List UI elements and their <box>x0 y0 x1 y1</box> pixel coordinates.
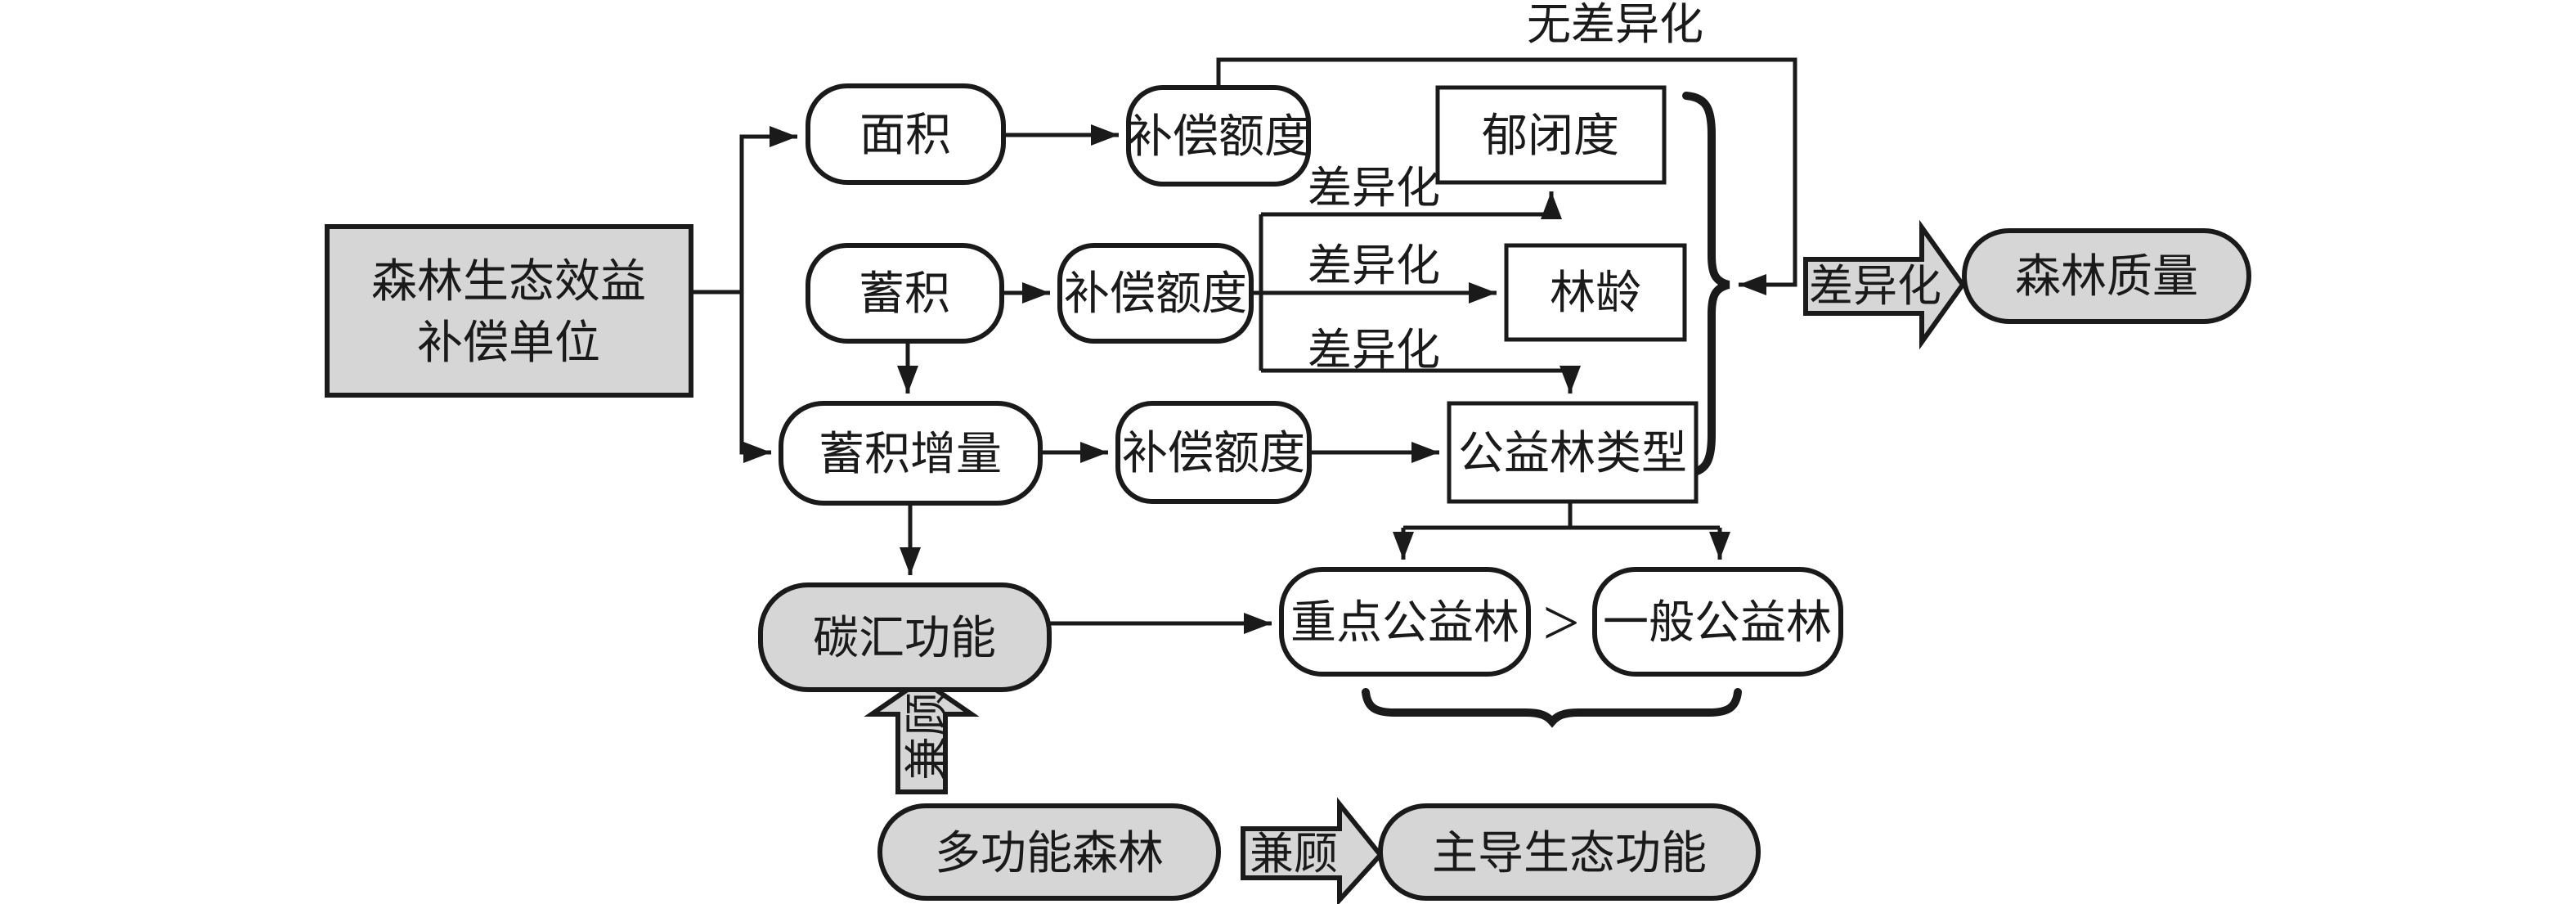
node-unit: 森林生态效益 补偿单位 <box>325 224 693 398</box>
node-canopy: 郁闭度 <box>1435 85 1667 185</box>
line-trunk-to-stock-increment <box>739 292 771 463</box>
node-age: 林龄 <box>1504 243 1687 342</box>
node-key-forest: 重点公益林 <box>1279 567 1531 677</box>
node-quota3: 补偿额度 <box>1115 401 1312 504</box>
node-forest-type-label: 公益林类型 <box>1458 429 1687 479</box>
node-quota1-box <box>1126 85 1311 187</box>
node-multi-forest-box <box>877 803 1221 901</box>
node-forest-type: 公益林类型 <box>1447 401 1699 504</box>
node-forest-quality: 森林质量 <box>1962 228 2251 324</box>
line-branch-to-forest-type <box>1261 366 1581 394</box>
node-quota3-box <box>1115 401 1312 504</box>
node-stock-increment-label: 蓄积增量 <box>819 430 1002 480</box>
diff-fat-arrow-icon <box>1803 219 1966 350</box>
label-balance-vertical: 兼顾 <box>903 692 952 780</box>
node-quota2-box <box>1057 243 1254 344</box>
node-carbon: 碳汇功能 <box>758 582 1052 692</box>
node-area-box <box>806 83 1006 185</box>
node-key-forest-box <box>1279 567 1531 677</box>
label-diff2: 差异化 <box>1308 241 1440 290</box>
node-quota2-label: 补偿额度 <box>1064 269 1247 320</box>
node-quota1: 补偿额度 <box>1126 85 1311 187</box>
node-general-forest-box <box>1592 567 1843 677</box>
node-stock-increment: 蓄积增量 <box>779 401 1043 506</box>
node-quota3-label: 补偿额度 <box>1122 429 1305 479</box>
node-age-box <box>1504 243 1687 342</box>
node-stock-label: 蓄积 <box>859 269 950 320</box>
node-stock: 蓄积 <box>806 243 1004 344</box>
node-forest-quality-label: 森林质量 <box>2015 252 2198 303</box>
node-unit-label-line2: 补偿单位 <box>417 318 600 369</box>
node-unit-box <box>325 224 693 398</box>
node-carbon-box <box>758 582 1052 692</box>
node-canopy-box <box>1435 85 1667 185</box>
balance-up-fat-arrow-icon <box>864 677 980 794</box>
node-area-label: 面积 <box>859 110 951 161</box>
node-dominant-function-label: 主导生态功能 <box>1432 829 1707 879</box>
label-diff1: 差异化 <box>1308 164 1440 213</box>
node-canopy-label: 郁闭度 <box>1482 111 1619 162</box>
node-carbon-label: 碳汇功能 <box>813 614 996 664</box>
node-multi-forest: 多功能森林 <box>877 803 1221 901</box>
label-diff3: 差异化 <box>1308 326 1440 375</box>
label-diff-big: 差异化 <box>1809 262 1941 311</box>
node-age-label: 林龄 <box>1550 268 1641 319</box>
greater-than-label: > <box>1542 587 1579 659</box>
connector-lines <box>691 57 1797 634</box>
line-trunk-to-area <box>739 126 797 292</box>
node-stock-increment-box <box>779 401 1043 506</box>
node-unit-label-line1: 森林生态效益 <box>371 257 646 308</box>
line-nodiff-route <box>1216 57 1797 295</box>
line-branch-to-canopy <box>1261 191 1562 219</box>
label-balance-horizontal: 兼顾 <box>1250 830 1338 879</box>
node-dominant-function: 主导生态功能 <box>1378 803 1761 901</box>
balance-right-fat-arrow-icon <box>1241 797 1384 904</box>
node-forest-type-box <box>1447 401 1699 504</box>
node-multi-forest-label: 多功能森林 <box>935 829 1164 879</box>
bottom-brace <box>1362 688 1742 728</box>
node-stock-box <box>806 243 1004 344</box>
label-no-diff: 无差异化 <box>1527 0 1703 49</box>
node-general-forest-label: 一般公益林 <box>1603 598 1832 649</box>
node-quota2: 补偿额度 <box>1057 243 1254 344</box>
node-forest-quality-box <box>1962 228 2251 324</box>
node-area: 面积 <box>806 83 1006 185</box>
node-quota1-label: 补偿额度 <box>1127 112 1310 163</box>
right-brace <box>1682 92 1730 478</box>
node-dominant-function-box <box>1378 803 1761 901</box>
node-key-forest-label: 重点公益林 <box>1290 598 1519 649</box>
node-general-forest: 一般公益林 <box>1592 567 1843 677</box>
